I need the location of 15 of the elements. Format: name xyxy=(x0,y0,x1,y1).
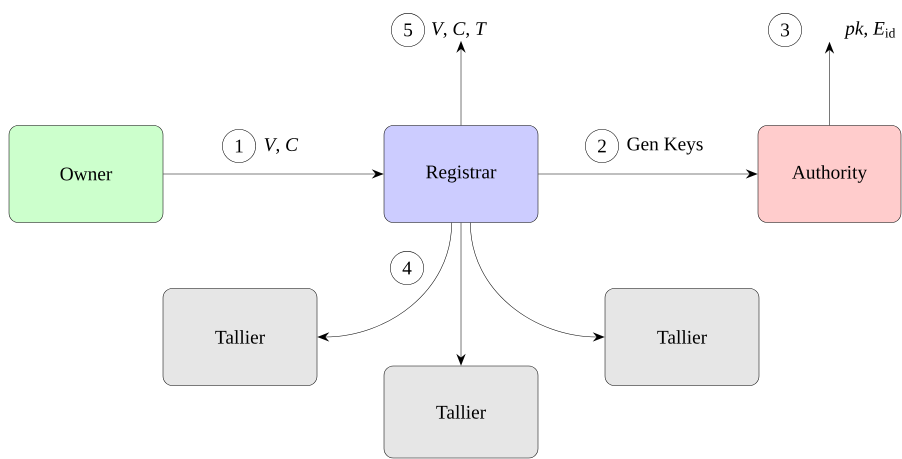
callout-number: 2 xyxy=(585,129,619,163)
process-box: Authority xyxy=(758,125,902,223)
process-box: Owner xyxy=(8,125,164,223)
edge-label: V, C xyxy=(264,138,298,154)
callout-number: 1 xyxy=(222,129,256,163)
output-text: pk, E$_{id}$ xyxy=(844,21,896,39)
edge-label: Gen Keys xyxy=(627,138,703,154)
callout-number: 3 xyxy=(768,13,802,47)
callout-number: 5 xyxy=(391,13,425,47)
callout-number: 4 xyxy=(390,251,424,285)
process-box: Tallier xyxy=(162,288,318,386)
output-text: V, C, T xyxy=(432,22,487,38)
process-box: Tallier xyxy=(384,366,538,458)
process-box: Tallier xyxy=(604,288,760,386)
process-box: Registrar xyxy=(384,125,538,223)
